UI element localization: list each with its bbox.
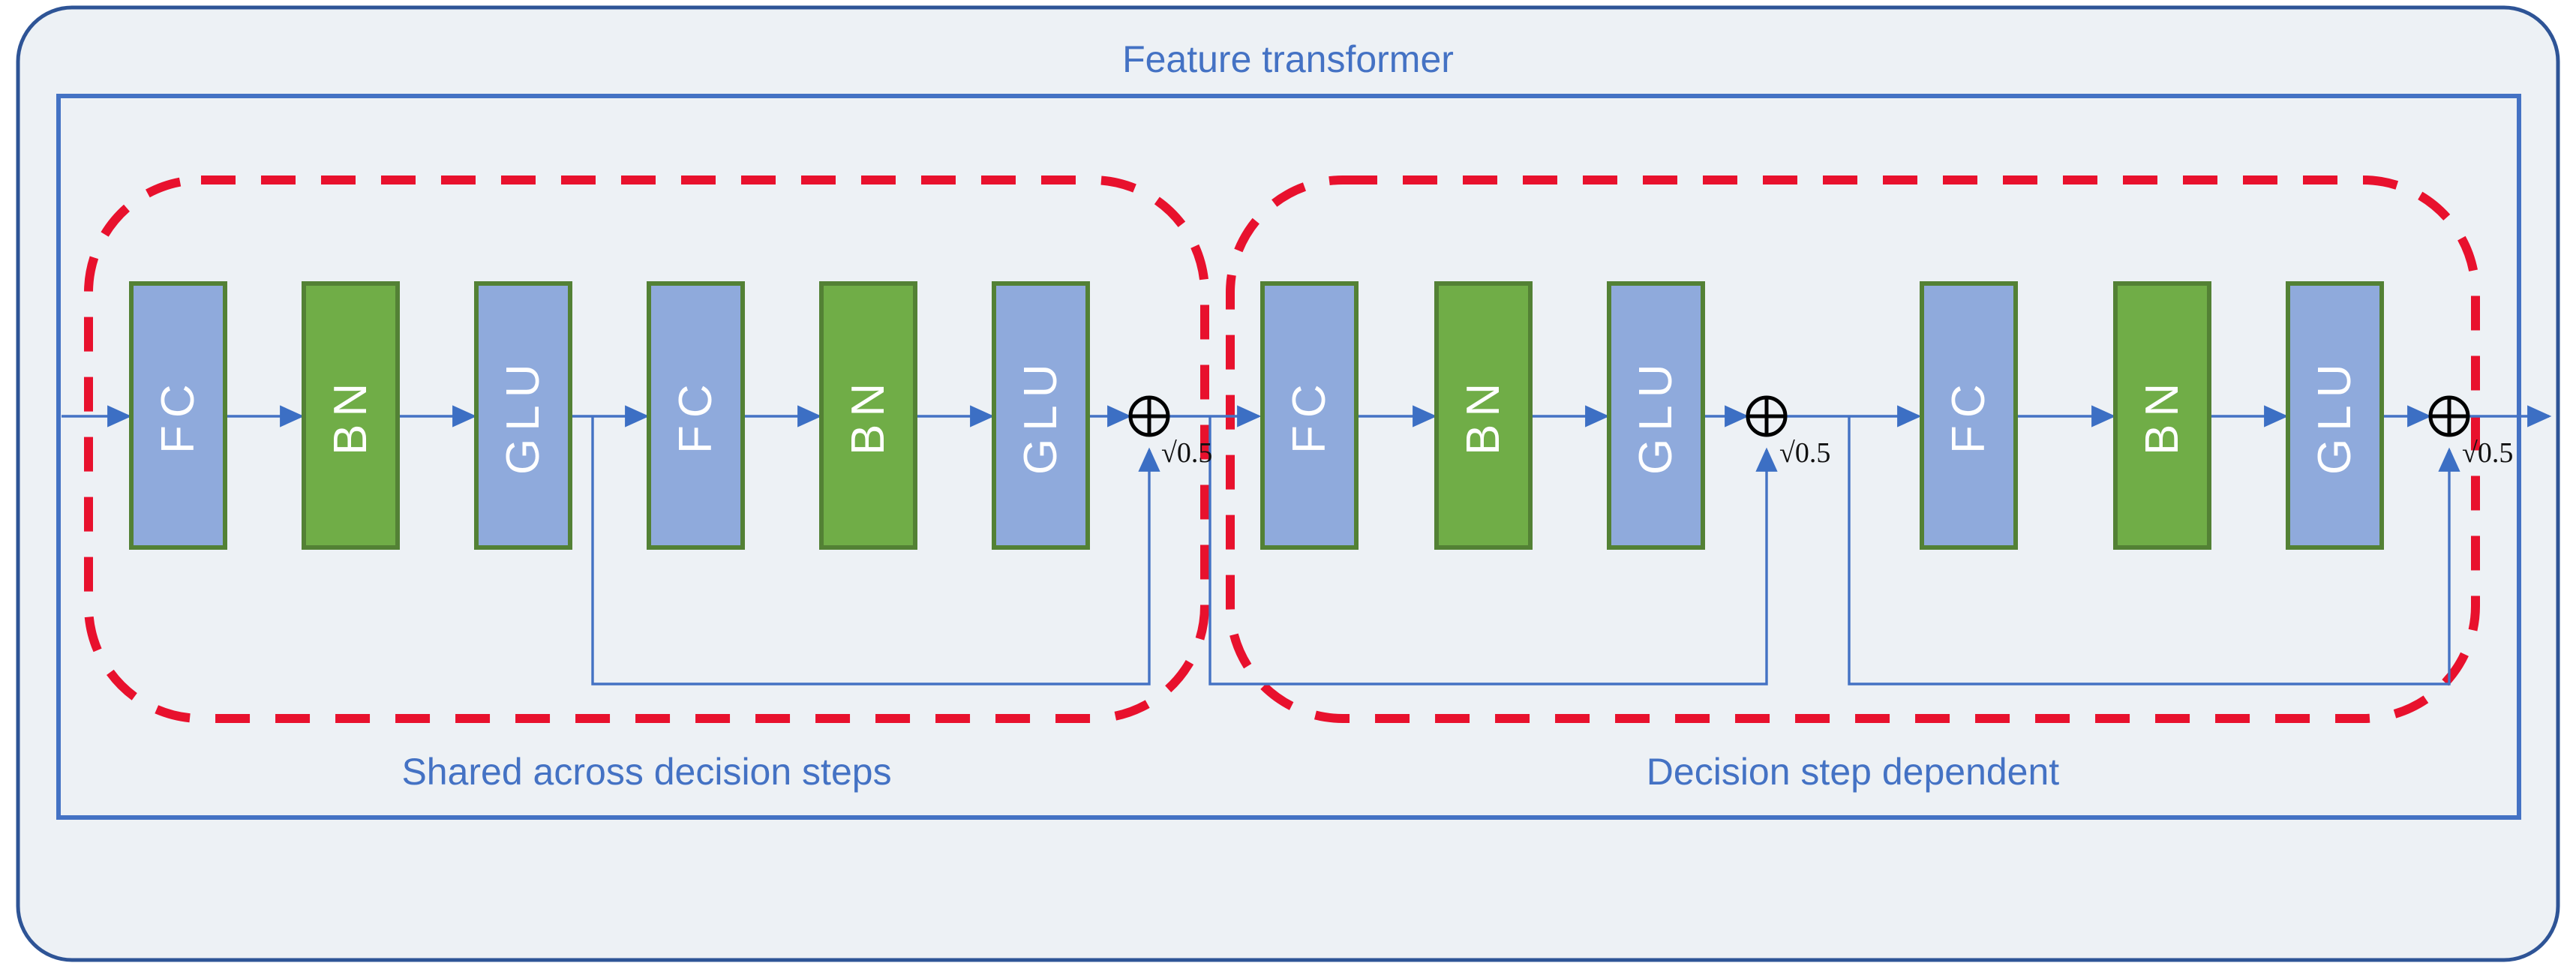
page-title: Feature transformer bbox=[1122, 38, 1454, 80]
skip-connection-step-2 bbox=[1848, 417, 2460, 686]
skip-connection-step-1 bbox=[1208, 417, 1778, 686]
scale-label-step-1: √0.5 bbox=[1779, 437, 1831, 469]
block-rect-bn-1[interactable] bbox=[302, 281, 400, 550]
adder-step-1 bbox=[1746, 395, 1788, 437]
block-rect-bn-3[interactable] bbox=[1434, 281, 1533, 550]
block-rect-bn-4[interactable] bbox=[2113, 281, 2211, 550]
block-rect-bn-2[interactable] bbox=[819, 281, 917, 550]
dashed-group-shared bbox=[84, 176, 1209, 723]
block-rects bbox=[129, 281, 2384, 550]
block-rect-glu-3[interactable] bbox=[1607, 281, 1705, 550]
block-rect-fc-1[interactable] bbox=[129, 281, 227, 550]
skip-connection-shared bbox=[591, 417, 1160, 686]
block-rect-fc-4[interactable] bbox=[1920, 281, 2018, 550]
block-rect-glu-1[interactable] bbox=[474, 281, 572, 550]
dashed-group-step-dependent bbox=[1226, 176, 2480, 723]
caption-step-dependent: Decision step dependent bbox=[1646, 751, 2060, 793]
wires-group-shared bbox=[62, 405, 1262, 686]
block-rect-fc-2[interactable] bbox=[647, 281, 745, 550]
adder-shared bbox=[1128, 395, 1170, 437]
scale-label-step-2: √0.5 bbox=[2462, 437, 2514, 469]
scale-label-shared: √0.5 bbox=[1161, 437, 1213, 469]
block-rect-glu-4[interactable] bbox=[2286, 281, 2384, 550]
block-rect-glu-2[interactable] bbox=[992, 281, 1090, 550]
block-rect-fc-3[interactable] bbox=[1260, 281, 1359, 550]
wires-group-step-dependent bbox=[1208, 405, 2552, 686]
adder-step-2 bbox=[2428, 395, 2470, 437]
caption-shared: Shared across decision steps bbox=[401, 751, 892, 793]
